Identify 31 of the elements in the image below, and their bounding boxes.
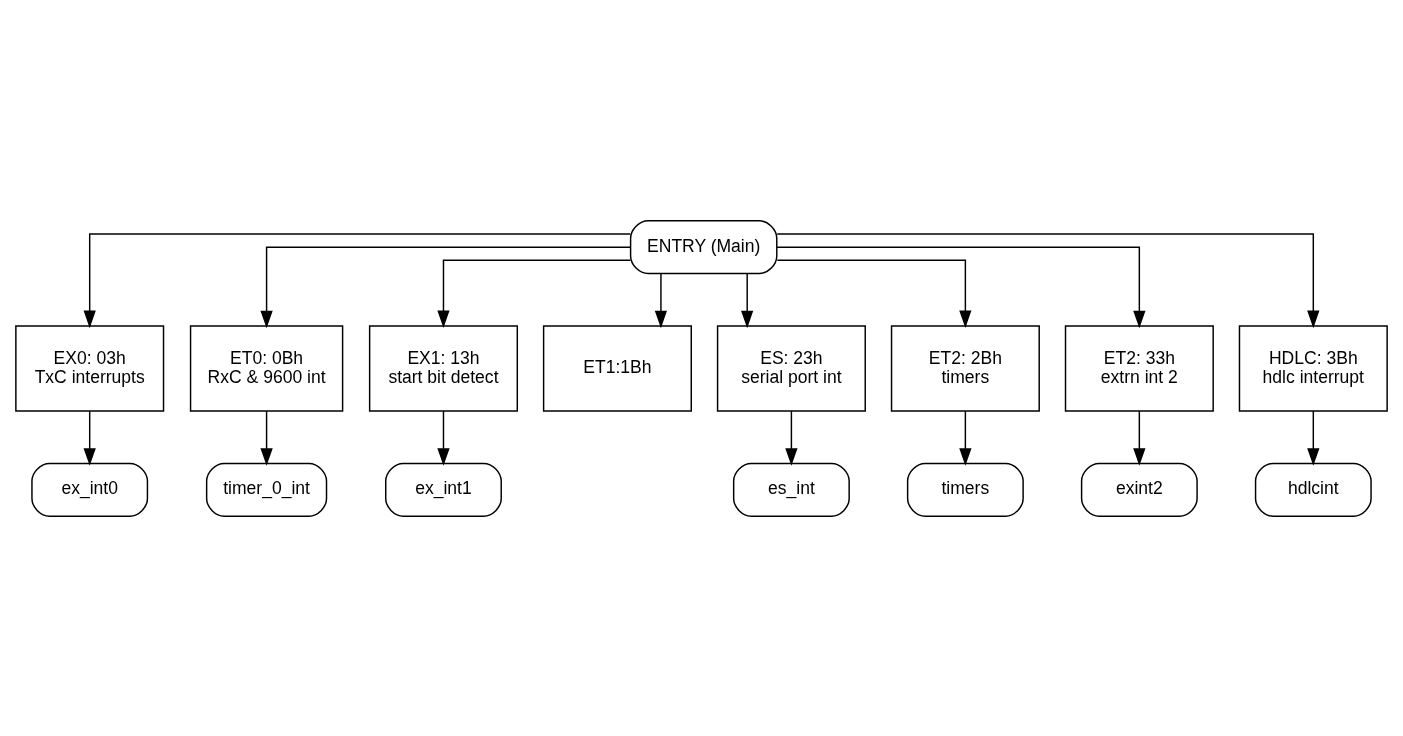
node-box: timer_0_int — [205, 462, 328, 517]
arrow — [260, 409, 273, 466]
arrow — [959, 409, 972, 466]
arrow — [1307, 409, 1320, 466]
arrow — [437, 259, 632, 328]
node-box: ex_int0 — [31, 462, 149, 517]
arrow — [654, 272, 668, 328]
node-box: timers — [906, 462, 1024, 517]
node-box: exint2 — [1080, 462, 1198, 517]
node-box: HDLC: 3Bh hdlc interrupt — [1238, 324, 1388, 412]
arrow — [83, 409, 96, 466]
node-box: ES: 23h serial port int — [716, 324, 866, 412]
arrow — [776, 259, 972, 328]
node-box: EX0: 03h TxC interrupts — [15, 324, 165, 412]
node-box: hdlcint — [1254, 462, 1372, 517]
arrow — [776, 232, 1320, 328]
arrow — [260, 245, 632, 328]
arrow — [83, 232, 631, 328]
node-box: ET0: 0Bh RxC & 9600 int — [189, 324, 344, 412]
node-box: ET2: 33h extrn int 2 — [1064, 324, 1214, 412]
node-box: es_int — [732, 462, 850, 517]
node-box: EX1: 13h start bit detect — [368, 324, 519, 412]
node-box: ET1:1Bh — [542, 324, 692, 412]
arrow — [1133, 409, 1146, 466]
node-box: ex_int1 — [385, 462, 502, 517]
arrow — [741, 272, 754, 328]
arrow — [776, 245, 1146, 328]
arrow — [785, 409, 798, 466]
arrow — [437, 409, 450, 466]
node-box: ENTRY (Main) — [629, 219, 778, 274]
node-box: ET2: 2Bh timers — [890, 324, 1040, 412]
